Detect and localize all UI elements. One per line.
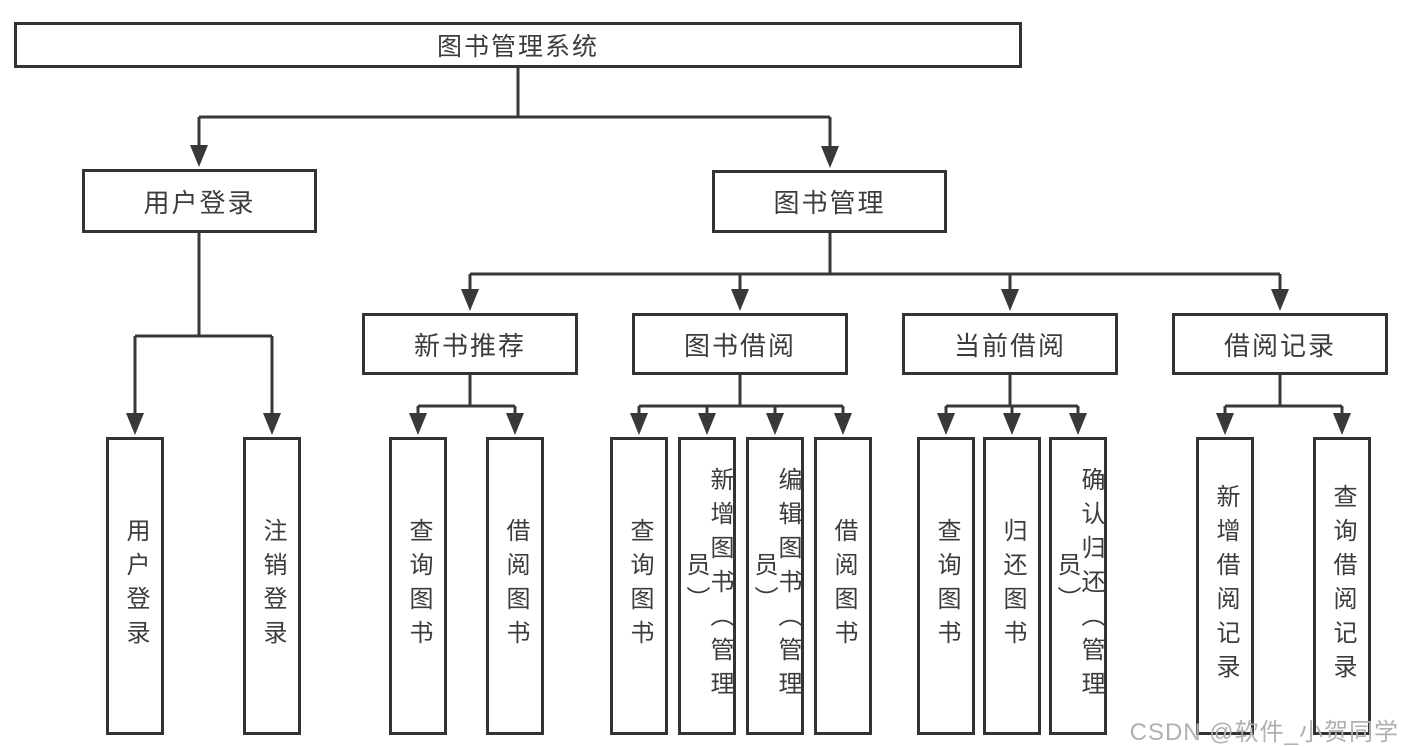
leaf-nb-query-books: 查询图书 [389,437,447,735]
leaf-user-login: 用户登录 [106,437,164,735]
leaf-bb-edit-books-admin: 编辑图书（管理员） [746,437,804,735]
leaf-bb-query-books: 查询图书 [610,437,668,735]
leaf-nb-borrow-books: 借阅图书 [486,437,544,735]
leaf-logout: 注销登录 [243,437,301,735]
node-book-management: 图书管理 [712,170,947,233]
node-current-borrowing: 当前借阅 [902,313,1118,375]
leaf-cb-confirm-return-admin: 确认归还（管理员） [1049,437,1107,735]
leaf-bb-add-books-admin: 新增图书（管理员） [678,437,736,735]
leaf-bb-borrow-books: 借阅图书 [814,437,872,735]
node-borrowing-records: 借阅记录 [1172,313,1388,375]
leaf-br-add-record: 新增借阅记录 [1196,437,1254,735]
leaf-cb-return-books: 归还图书 [983,437,1041,735]
node-new-book-recommend: 新书推荐 [362,313,578,375]
leaf-br-query-record: 查询借阅记录 [1313,437,1371,735]
node-root-library-system: 图书管理系统 [14,22,1022,68]
node-book-borrowing: 图书借阅 [632,313,848,375]
csdn-watermark: CSDN @软件_小贺同学 [1129,719,1399,746]
node-user-login: 用户登录 [82,169,317,233]
leaf-cb-query-books: 查询图书 [917,437,975,735]
